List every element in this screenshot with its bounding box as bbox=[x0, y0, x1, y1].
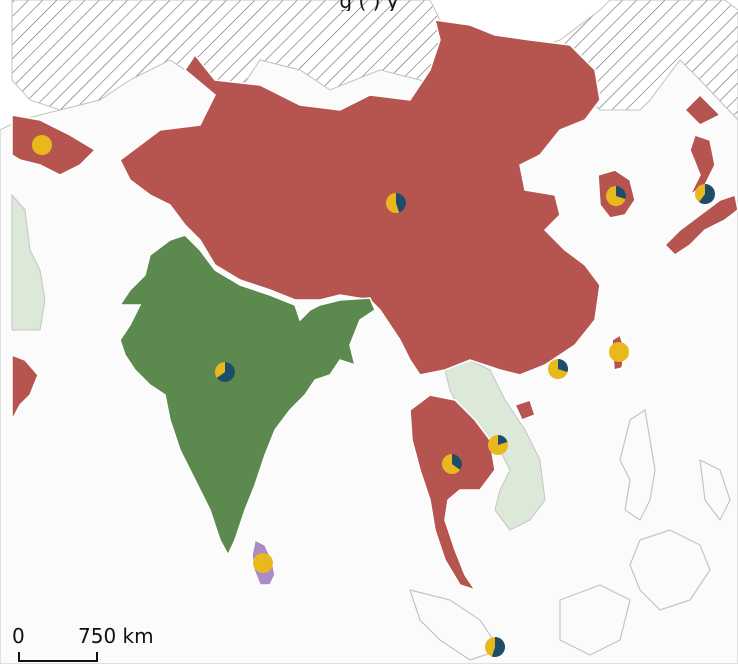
pie-markers bbox=[32, 135, 715, 657]
map-title-fragment: g ( ) y bbox=[0, 0, 738, 11]
west-red-region bbox=[11, 114, 97, 176]
japan-region bbox=[663, 93, 738, 256]
pie-slice-yellow bbox=[32, 135, 52, 155]
pie-slice-yellow bbox=[609, 342, 629, 362]
china-region bbox=[119, 19, 601, 376]
scale-zero-label: 0 bbox=[12, 624, 25, 648]
pie-marker-india bbox=[215, 362, 236, 382]
pale-green-west bbox=[11, 193, 46, 331]
pie-marker-singapore bbox=[485, 637, 506, 657]
pie-marker-thailand bbox=[442, 454, 462, 474]
pie-slice-navy bbox=[491, 637, 506, 657]
pie-slice-yellow bbox=[253, 553, 273, 573]
thailand-region bbox=[409, 394, 496, 592]
pie-slice-navy bbox=[699, 184, 715, 204]
scale-distance-label: 750 km bbox=[78, 624, 154, 648]
pie-slice-navy bbox=[452, 454, 462, 470]
iraq-region bbox=[11, 353, 39, 421]
scale-bar bbox=[18, 652, 98, 662]
hainan-region bbox=[513, 399, 536, 421]
pie-marker-hong-kong bbox=[548, 359, 568, 379]
pie-slice-navy bbox=[558, 359, 568, 373]
pie-marker-korea bbox=[606, 186, 626, 206]
pie-slice-navy bbox=[216, 362, 236, 382]
india-region bbox=[118, 234, 376, 557]
pie-marker-japan bbox=[695, 184, 715, 204]
pie-marker-sri-lanka bbox=[253, 553, 273, 573]
island-outlines bbox=[409, 408, 731, 661]
pie-marker-china bbox=[386, 193, 406, 213]
pie-slice-navy bbox=[498, 435, 508, 445]
pie-marker-taiwan bbox=[609, 342, 629, 362]
pie-slice-navy bbox=[396, 193, 406, 213]
pie-marker-vietnam bbox=[488, 435, 508, 455]
pie-marker-kazakhstan-area bbox=[32, 135, 52, 155]
pie-slice-navy bbox=[615, 186, 626, 200]
